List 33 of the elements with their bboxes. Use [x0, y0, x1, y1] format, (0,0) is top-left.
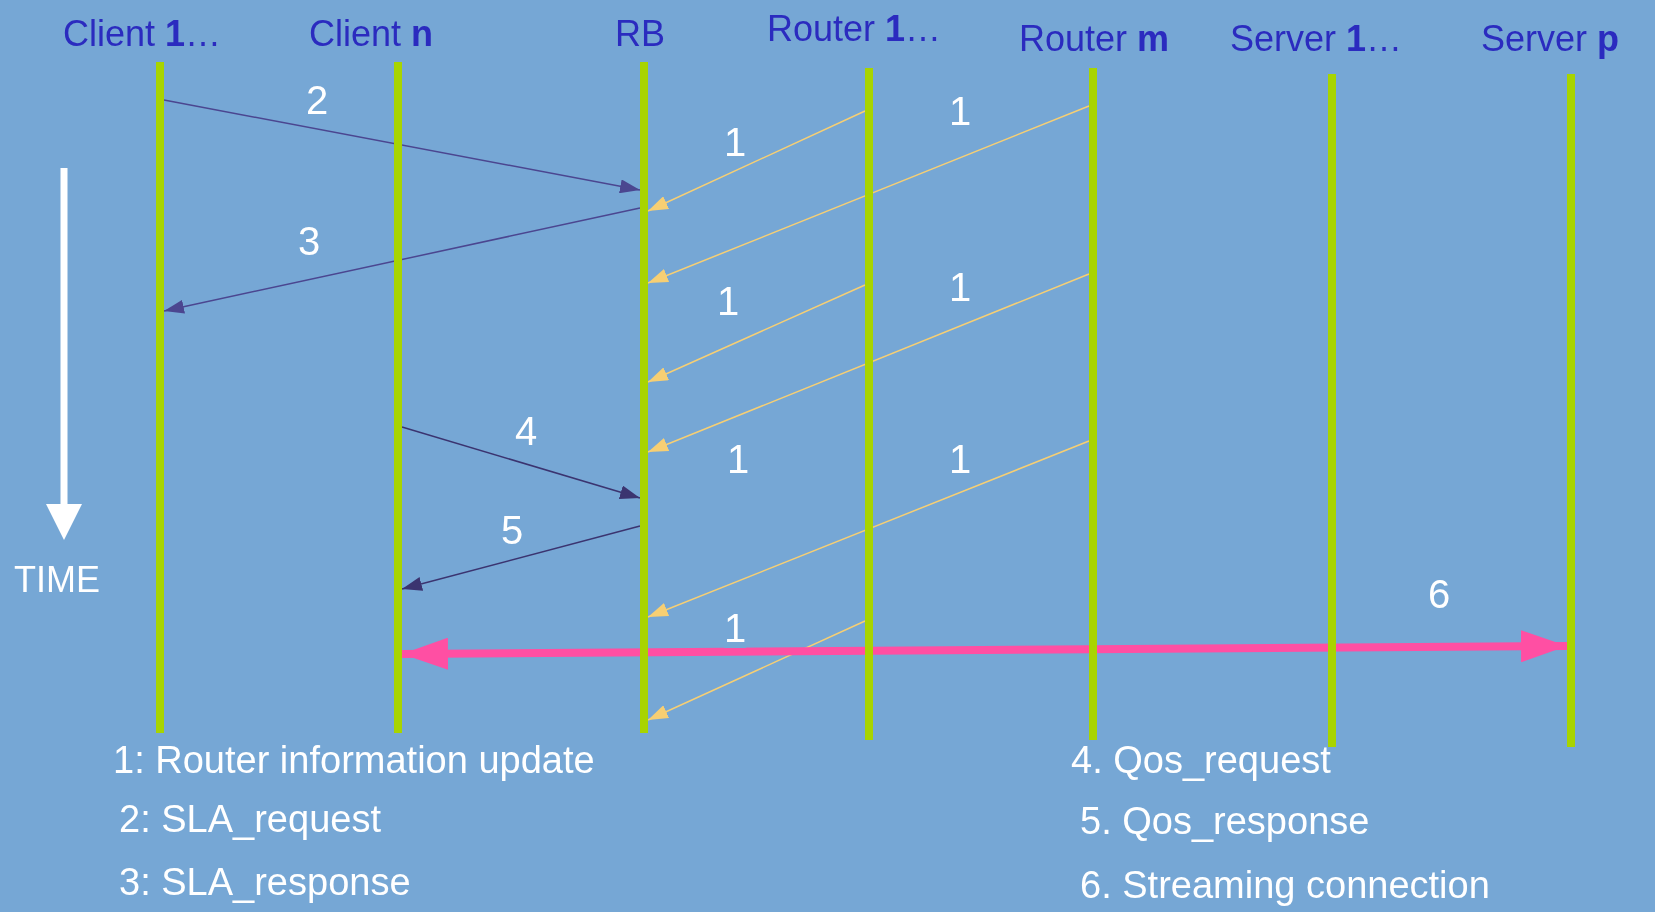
lifeline-header: Router m — [1019, 21, 1170, 57]
lifeline-header: Client 1… — [63, 16, 222, 52]
arrow — [163, 207, 641, 315]
lifeline — [1567, 74, 1575, 747]
lifeline-header: RB — [615, 16, 665, 52]
arrow — [401, 426, 641, 501]
legend-note: 2: SLA_request — [119, 800, 381, 838]
arrow — [401, 630, 1568, 670]
arrow — [647, 440, 1090, 619]
arrow — [647, 273, 1090, 454]
axis-label: TIME — [14, 562, 100, 598]
lifeline — [156, 62, 164, 733]
arrow — [647, 284, 866, 383]
lifeline-header: Router 1… — [767, 11, 942, 47]
arrow — [647, 620, 866, 721]
legend-note: 1: Router information update — [113, 741, 595, 779]
arrow — [647, 110, 866, 212]
lifeline — [1089, 68, 1097, 740]
lifeline — [865, 68, 873, 740]
lifeline-header: Server p — [1481, 21, 1620, 57]
lifeline — [640, 62, 648, 733]
legend-note: 4. Qos_request — [1071, 741, 1331, 779]
message-number: 1 — [727, 439, 750, 479]
arrow — [163, 99, 641, 195]
lifeline-header: Server 1… — [1230, 21, 1403, 57]
lifeline-header: Client n — [309, 16, 434, 52]
arrow — [401, 525, 641, 593]
arrow — [647, 105, 1090, 285]
legend-note: 5. Qos_response — [1080, 802, 1370, 840]
lifeline — [1328, 74, 1336, 747]
legend-note: 6. Streaming connection — [1080, 866, 1490, 904]
legend-note: 3: SLA_response — [119, 863, 411, 901]
lifeline — [394, 62, 402, 733]
